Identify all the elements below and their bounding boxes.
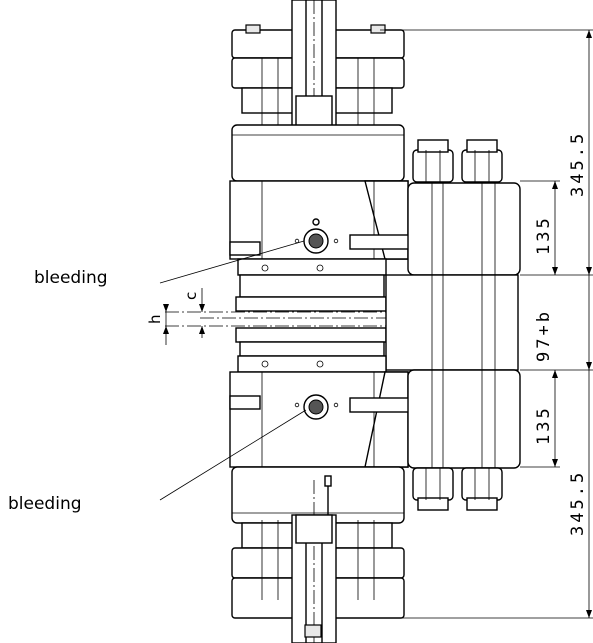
dim-bottom-overall: 345.5 <box>568 470 588 536</box>
dim-top-block: 135 <box>534 215 554 255</box>
center-gap <box>165 274 519 371</box>
c-label: c <box>182 292 200 300</box>
dim-top-overall: 345.5 <box>568 131 588 197</box>
bleeding-label-top: bleeding <box>34 268 108 288</box>
dim-bottom-block: 135 <box>534 405 554 445</box>
bleeding-label-bottom: bleeding <box>8 494 82 514</box>
bottom-assembly <box>229 341 521 643</box>
h-label: h <box>146 314 164 324</box>
top-assembly <box>229 0 521 298</box>
dim-gap: 97+b <box>534 309 554 362</box>
annotations: bleeding bleeding c h 345.5 135 <box>8 29 593 619</box>
